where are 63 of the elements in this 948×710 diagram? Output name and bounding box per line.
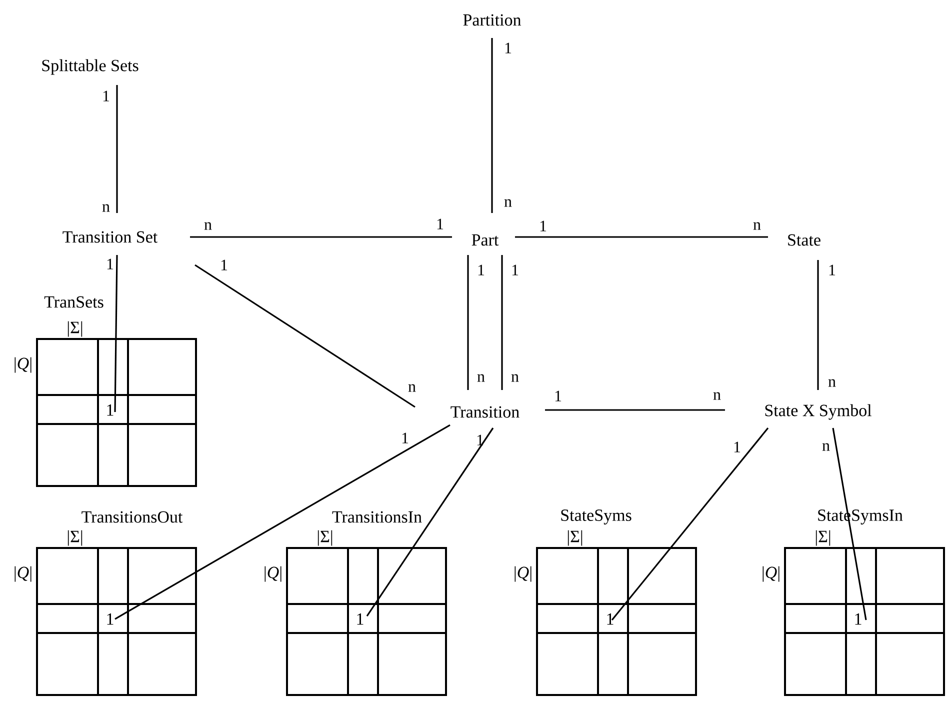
connector-line (366, 428, 494, 616)
multiplicity-label: 1 (512, 264, 518, 276)
multiplicity-label: n (102, 204, 110, 212)
entity-name: State (788, 234, 820, 246)
cell-value: 1 (607, 613, 614, 625)
multiplicity-label: n (204, 222, 212, 230)
multiplicity-label: 1 (555, 390, 562, 402)
matrix-title: StateSyms (561, 510, 632, 524)
axis-label: |Q| (264, 566, 282, 582)
entity-name: State X Symbol (765, 404, 872, 420)
multiplicity-label: n (477, 374, 485, 382)
entity-name: Partition (463, 14, 522, 26)
matrix-title: TransitionsOut (82, 511, 183, 523)
connector-line (467, 255, 469, 390)
multiplicity-label: 1 (478, 264, 484, 276)
connector-line (817, 260, 819, 390)
cell-value: 1 (357, 613, 364, 625)
connector-line (515, 236, 768, 238)
cell-value: 1 (107, 404, 114, 416)
entity-name: Transition (450, 406, 520, 418)
connector-line (611, 428, 769, 621)
matrix-title: TranSets (44, 296, 104, 308)
multiplicity-label: 1 (107, 258, 114, 270)
axis-label: |Σ| (816, 530, 830, 546)
connector-line (545, 409, 725, 411)
multiplicity-label: n (713, 392, 721, 400)
axis-label: |Σ| (68, 321, 82, 337)
axis-label: |Q| (14, 357, 32, 373)
connector-line (491, 38, 493, 213)
connector-line (194, 264, 416, 408)
multiplicity-label: n (828, 379, 836, 387)
cell-value: 1 (107, 613, 114, 625)
multiplicity-label: n (511, 374, 519, 382)
multiplicity-label: 1 (103, 90, 110, 102)
axis-label: |Q| (14, 566, 32, 582)
connector-line (116, 85, 118, 213)
entity-name: Transition Set (62, 231, 158, 243)
entity-name: Splittable Sets (42, 59, 138, 75)
entity-name: Part (472, 234, 499, 246)
multiplicity-label: n (504, 199, 512, 207)
multiplicity-label: 1 (221, 260, 228, 270)
multiplicity-label: 1 (829, 264, 836, 276)
connector-line (114, 255, 118, 412)
connector-line (190, 236, 452, 238)
axis-label: |Σ| (68, 530, 82, 546)
multiplicity-label: n (408, 384, 416, 392)
multiplicity-label: 1 (540, 220, 546, 232)
matrix-title: TransitionsIn (332, 511, 422, 523)
multiplicity-label: 1 (505, 42, 512, 54)
multiplicity-label: 1 (477, 434, 484, 446)
axis-label: |Q| (762, 566, 780, 582)
axis-label: |Q| (514, 566, 532, 582)
connector-line (114, 424, 450, 620)
connector-line (832, 428, 867, 620)
connector-line (501, 255, 503, 390)
axis-label: |Σ| (568, 530, 582, 546)
multiplicity-label: n (822, 443, 830, 451)
multiplicity-label: n (753, 222, 761, 230)
axis-label: |Σ| (318, 530, 332, 546)
cell-value: 1 (855, 613, 862, 625)
multiplicity-label: 1 (437, 218, 444, 230)
multiplicity-label: 1 (734, 442, 740, 452)
multiplicity-label: 1 (402, 432, 408, 444)
